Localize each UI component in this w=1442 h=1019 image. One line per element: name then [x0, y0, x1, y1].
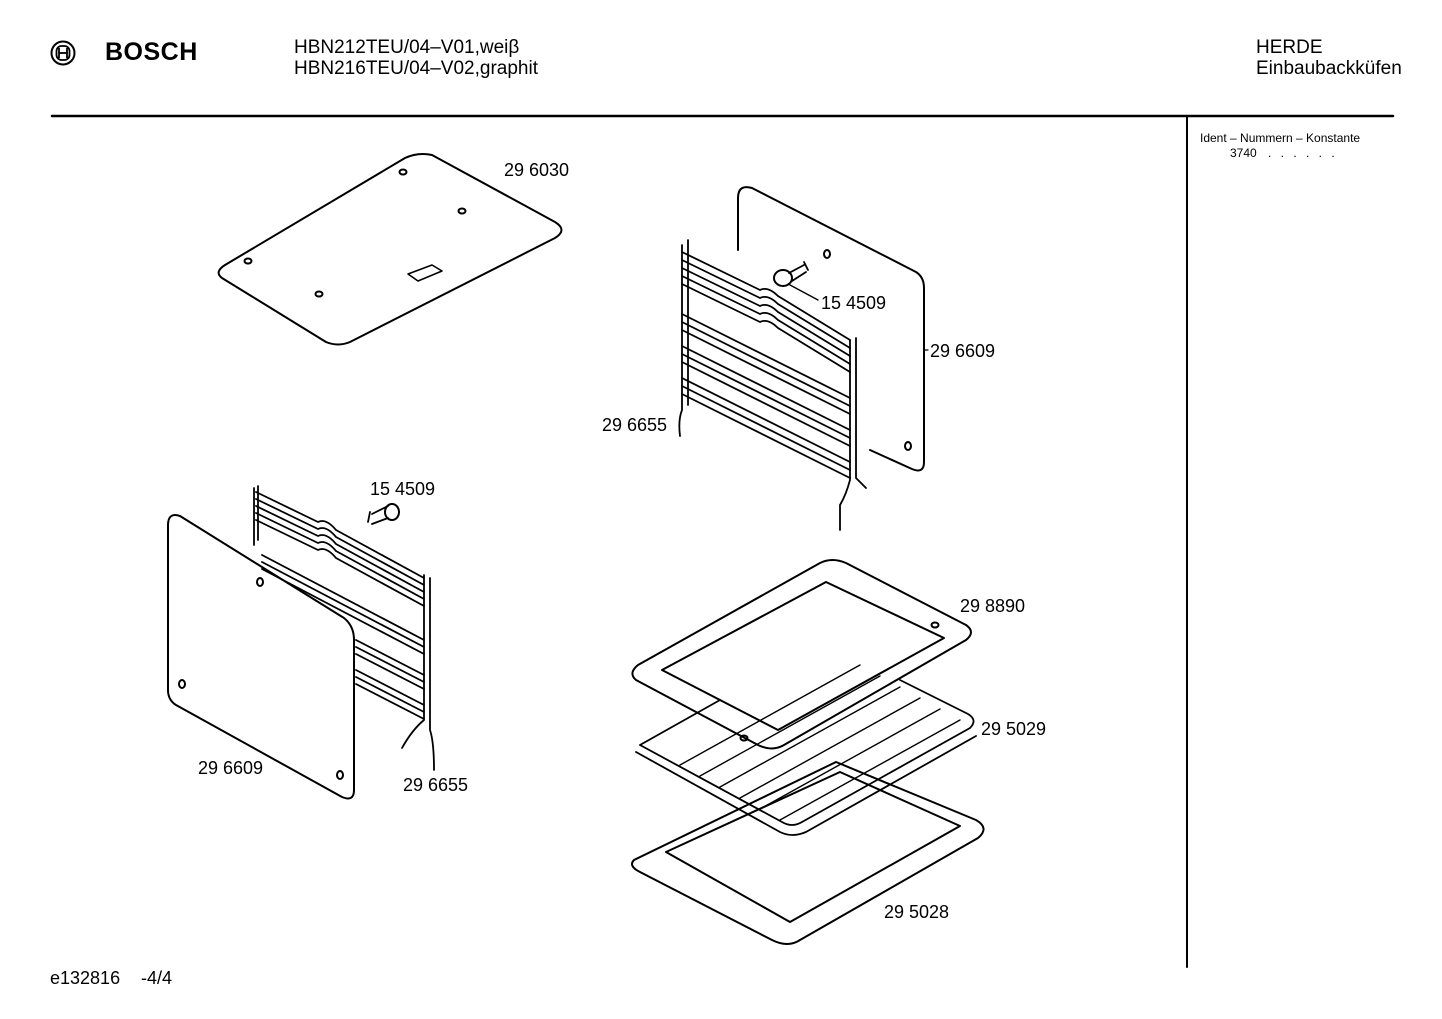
subcategory-title: Einbaubackküfen: [1256, 58, 1402, 79]
part-label-deep-tray: 29 5028: [884, 902, 950, 922]
footer-doc-id: e132816: [50, 968, 121, 988]
model-line-1: HBN212TEU/04–V01,weiβ: [294, 37, 520, 58]
rack-right-part: [679, 240, 866, 530]
ident-dots: . . . . . .: [1268, 146, 1338, 160]
part-label-top-plate: 29 6030: [504, 160, 570, 180]
screw-left-part: [368, 504, 399, 524]
model-line-2: HBN216TEU/04–V02,graphit: [294, 58, 538, 79]
deep-tray-part: [632, 762, 984, 944]
ident-title: Ident – Nummern – Konstante: [1200, 131, 1361, 145]
category-title: HERDE: [1256, 37, 1323, 58]
screw-right-part: [774, 262, 818, 300]
footer-page: -4/4: [141, 968, 173, 988]
rack-left-part: [254, 486, 434, 770]
side-panel-left-part: [168, 515, 354, 798]
part-label-baking-tray: 29 8890: [960, 596, 1026, 616]
part-label-grill-rack: 29 5029: [981, 719, 1047, 739]
bosch-logo-icon: [50, 40, 76, 66]
part-label-screw-left: 15 4509: [370, 479, 436, 499]
part-label-rack-right: 29 6655: [602, 415, 668, 435]
baking-tray-part: [632, 560, 971, 749]
part-label-screw-right: 15 4509: [821, 293, 887, 313]
ident-value: 3740: [1230, 146, 1257, 160]
brand-name: BOSCH: [105, 38, 198, 66]
part-label-side-panel-right: 29 6609: [930, 341, 996, 361]
part-label-side-panel-left: 29 6609: [198, 758, 264, 778]
grill-rack-part: [636, 665, 976, 835]
rack-right-rails: [682, 252, 850, 478]
top-plate-part: [219, 154, 562, 345]
side-panel-right-part: [738, 187, 924, 470]
rack-left-rails: [256, 492, 424, 719]
part-label-rack-left: 29 6655: [403, 775, 469, 795]
